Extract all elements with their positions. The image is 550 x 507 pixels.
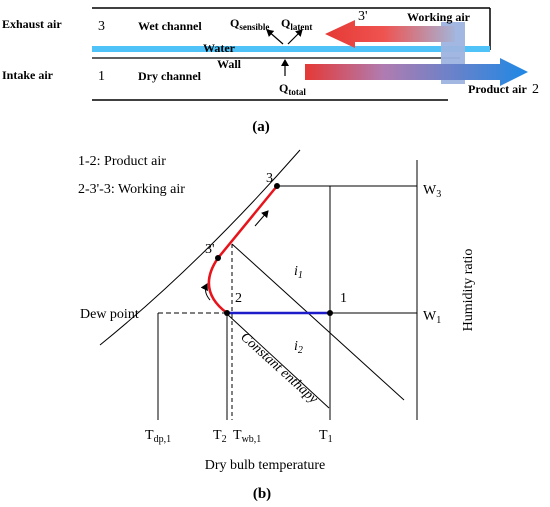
q-sensible-label: Qsensible xyxy=(230,16,269,32)
point-3prime-label: 3' xyxy=(205,242,215,257)
q-latent-arrow xyxy=(287,29,303,45)
working-air-path xyxy=(207,185,278,315)
product-air-arrow xyxy=(305,58,528,86)
point-2 xyxy=(224,310,230,316)
caption-b: (b) xyxy=(253,486,271,502)
point-1 xyxy=(327,310,333,316)
water-film xyxy=(92,46,490,52)
t1-label: T1 xyxy=(319,428,333,445)
state-3prime-label: 3' xyxy=(358,9,368,24)
water-label: Water xyxy=(203,41,236,55)
q-sensible-arrow xyxy=(266,29,284,45)
i2-label: i2 xyxy=(294,339,303,356)
state-2-label: 2 xyxy=(532,82,539,97)
dew-point-label: Dew point xyxy=(80,307,139,322)
enthalpy-line-i2 xyxy=(226,313,330,409)
q-total-label: Qtotal xyxy=(279,81,306,97)
product-air-label: Product air xyxy=(468,82,527,96)
wet-channel-label: Wet channel xyxy=(138,19,202,33)
t2-label: T2 xyxy=(213,428,227,445)
legend-product-air: 1-2: Product air xyxy=(78,154,166,169)
point-2-label: 2 xyxy=(235,291,242,306)
wall-label: Wall xyxy=(217,57,242,71)
q-latent-label: Qlatent xyxy=(281,16,312,32)
working-air-label: Working air xyxy=(407,10,471,24)
legend-working-air: 2-3'-3: Working air xyxy=(78,182,185,197)
point-3-label: 3 xyxy=(266,171,273,186)
saturation-curve xyxy=(99,149,301,346)
caption-a: (a) xyxy=(252,119,270,135)
i1-label: i1 xyxy=(294,264,303,281)
exhaust-air-arrow xyxy=(325,20,455,48)
point-1-label: 1 xyxy=(340,291,347,306)
humidity-ratio-label: Humidity ratio xyxy=(461,249,476,332)
point-3prime xyxy=(215,255,221,261)
flow-arrow-upper xyxy=(254,210,269,227)
enthalpy-line-i1 xyxy=(231,243,405,401)
panel-b: 1-2: Product air 2-3'-3: Working air 3 3… xyxy=(78,149,476,502)
w3-label: W3 xyxy=(423,183,441,200)
w1-label: W1 xyxy=(423,309,441,326)
dry-channel-label: Dry channel xyxy=(138,69,202,83)
intake-air-label: Intake air xyxy=(2,68,54,82)
dry-bulb-label: Dry bulb temperature xyxy=(205,458,326,473)
point-3 xyxy=(274,183,280,189)
tdp-label: Tdp,1 xyxy=(145,428,171,445)
constant-enthalpy-label: Constant enthapy xyxy=(237,330,321,408)
state-1-label: 1 xyxy=(98,69,105,84)
state-3-label: 3 xyxy=(98,19,105,34)
panel-a: Exhaust air Intake air 3 1 Wet channel D… xyxy=(2,7,539,135)
flow-arrow-lower xyxy=(200,283,211,301)
twb-label: Twb,1 xyxy=(233,428,261,445)
exhaust-air-label: Exhaust air xyxy=(2,17,62,31)
